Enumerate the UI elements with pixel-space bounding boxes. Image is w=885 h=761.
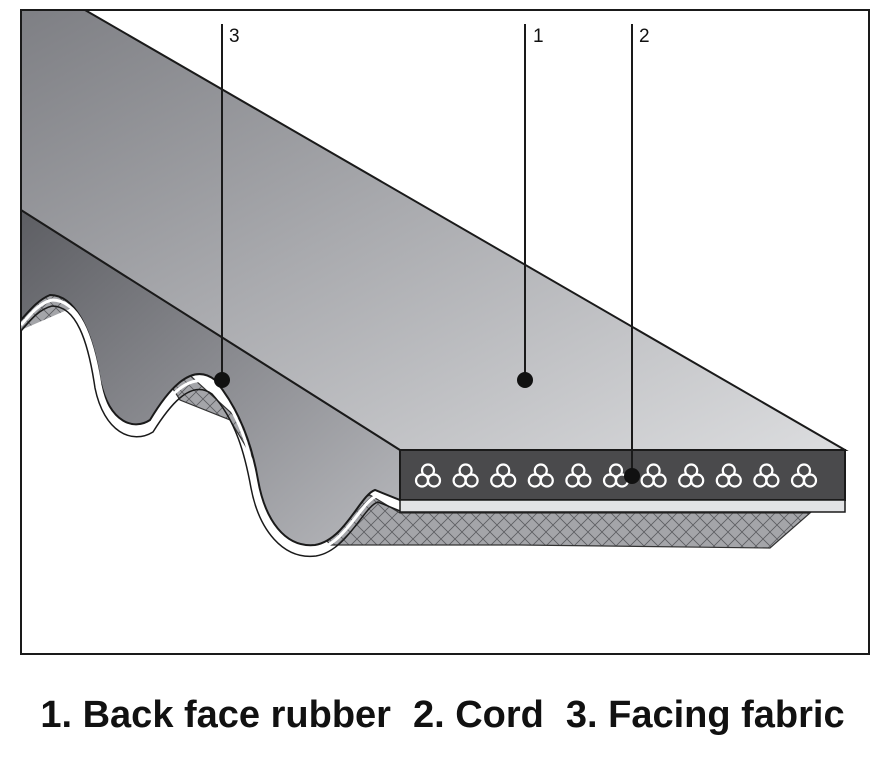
cord-filament bbox=[753, 473, 768, 488]
cord-filament bbox=[684, 463, 699, 478]
cord-strand bbox=[490, 463, 517, 488]
legend-item-facing-fabric: 3. Facing fabric bbox=[565, 694, 845, 736]
cord-filament bbox=[678, 473, 693, 488]
cord-filament bbox=[652, 473, 667, 488]
cord-filament bbox=[533, 463, 548, 478]
cord-filament bbox=[452, 473, 467, 488]
cord-filament bbox=[539, 473, 554, 488]
legend-caption: 1. Back face rubber 2. Cord 3. Facing fabr… bbox=[0, 694, 885, 744]
callout-dot-1 bbox=[517, 372, 533, 388]
cord-filament bbox=[608, 463, 624, 478]
cord-strand bbox=[527, 463, 554, 488]
cord-filament bbox=[790, 473, 806, 488]
cord-strand bbox=[414, 463, 442, 488]
cord-filament bbox=[502, 473, 517, 488]
cord-filament bbox=[690, 473, 705, 488]
cord-strand bbox=[678, 463, 705, 488]
cord-filament bbox=[414, 473, 430, 488]
cord-group bbox=[414, 463, 818, 488]
cord-filament bbox=[759, 463, 774, 478]
cord-filament bbox=[721, 463, 736, 478]
cord-filament bbox=[727, 473, 742, 488]
cord-strand bbox=[602, 463, 630, 488]
cord-strand bbox=[452, 463, 479, 488]
cord-filament bbox=[602, 473, 618, 488]
callout-dot-2 bbox=[624, 468, 640, 484]
cord-filament bbox=[458, 463, 473, 478]
cord-filament bbox=[426, 473, 442, 488]
cord-filament bbox=[496, 463, 511, 478]
cord-filament bbox=[646, 463, 661, 478]
cord-strand bbox=[790, 463, 818, 488]
legend-item-cord: 2. Cord bbox=[412, 694, 544, 736]
belt-side-with-teeth bbox=[21, 208, 401, 547]
callout-dot-3 bbox=[214, 372, 230, 388]
cord-filament bbox=[527, 473, 542, 488]
cord-filament bbox=[577, 473, 592, 488]
cord-filament bbox=[640, 473, 655, 488]
callout-label-1: 1 bbox=[533, 26, 544, 47]
cord-filament bbox=[796, 463, 812, 478]
callout-label-2: 2 bbox=[639, 26, 650, 47]
cord-strand bbox=[640, 463, 667, 488]
cord-filament bbox=[420, 463, 436, 478]
legend-item-back-face-rubber: 1. Back face rubber bbox=[40, 694, 391, 736]
cord-strand bbox=[753, 463, 780, 488]
callout-label-3: 3 bbox=[229, 26, 240, 47]
cord-filament bbox=[802, 473, 818, 488]
cord-filament bbox=[571, 463, 586, 478]
tooth-edge-line bbox=[21, 298, 401, 552]
cord-strand bbox=[715, 463, 742, 488]
cord-strand bbox=[565, 463, 592, 488]
cord-filament bbox=[715, 473, 730, 488]
cord-filament bbox=[565, 473, 580, 488]
fabric-edge-band bbox=[399, 499, 846, 513]
cord-filament bbox=[490, 473, 505, 488]
cord-filament bbox=[765, 473, 780, 488]
cord-filament bbox=[464, 473, 479, 488]
